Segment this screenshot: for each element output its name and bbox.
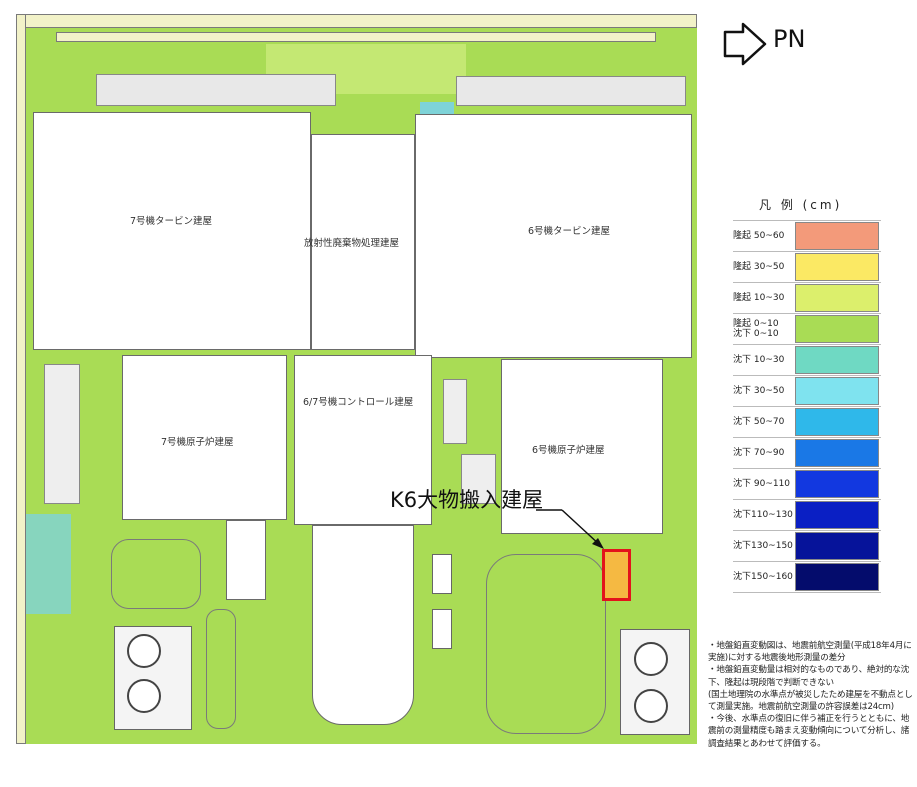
building-radwaste: 放射性廃棄物処理建屋 [304, 134, 415, 350]
building-label: 6号機原子炉建屋 [532, 445, 605, 456]
small-pad [432, 554, 452, 594]
building-control-67: 6/7号機コントロール建屋 [294, 355, 432, 525]
legend-swatch [795, 346, 879, 374]
building-reactor-6: 6号機原子炉建屋 [501, 359, 663, 534]
legend-row: 隆起 10~30 [733, 282, 881, 313]
legend-row: 沈下 90~110 [733, 468, 881, 499]
legend-swatch [795, 315, 879, 343]
legend-row: 沈下150~160 [733, 561, 881, 593]
parking-loop [111, 539, 201, 609]
building-turbine-7: 7号機タービン建屋 [33, 112, 311, 350]
k6-building-marker [602, 549, 631, 601]
legend-row: 隆起 0~10 沈下 0~10 [733, 313, 881, 344]
legend-row-label: 沈下130~150 [733, 541, 793, 551]
legend-row-label: 隆起 10~30 [733, 293, 785, 303]
tank-icon [127, 634, 161, 668]
legend-swatch [795, 377, 879, 405]
road-west [16, 14, 26, 744]
building-control-67-lower [312, 525, 414, 725]
building-label: 6/7号機コントロール建屋 [303, 397, 414, 408]
water-patch [420, 102, 454, 116]
intake-structure [456, 76, 686, 106]
building-turbine-6: 6号機タービン建屋 [415, 114, 692, 358]
building-label: 7号機原子炉建屋 [161, 437, 234, 448]
legend-rows: 隆起 50~60 隆起 30~50 隆起 10~30 隆起 0~10 沈下 0~10 沈… [733, 220, 881, 593]
legend-row: 沈下 50~70 [733, 406, 881, 437]
legend-swatch [795, 563, 879, 591]
legend-swatch [795, 253, 879, 281]
legend-row-label: 沈下110~130 [733, 510, 793, 520]
small-pad [432, 609, 452, 649]
legend-row-label: 沈下 90~110 [733, 479, 791, 489]
legend-row-label: 沈下 70~90 [733, 448, 785, 458]
legend-row-label: 沈下 10~30 [733, 355, 785, 365]
building-label: 6号機タービン建屋 [528, 226, 611, 237]
water-patch [26, 514, 71, 614]
parking-loop [486, 554, 606, 734]
k6-callout-label: K6大物搬入建屋 [390, 488, 544, 512]
legend-row-label: 沈下 30~50 [733, 386, 785, 396]
legend-row: 沈下110~130 [733, 499, 881, 530]
tank-icon [127, 679, 161, 713]
road-north [16, 14, 697, 28]
legend-swatch [795, 470, 879, 498]
legend-row: 隆起 50~60 [733, 220, 881, 251]
building-reactor-7-annex [226, 520, 266, 600]
tank-icon [634, 689, 668, 723]
parking-loop [206, 609, 236, 729]
building-label: 7号機タービン建屋 [130, 216, 213, 227]
north-arrow-icon [723, 22, 767, 66]
legend-row-label: 隆起 50~60 [733, 231, 785, 241]
legend-row: 沈下 30~50 [733, 375, 881, 406]
legend-row-label: 隆起 30~50 [733, 262, 785, 272]
map-notes: ・地盤鉛直変動図は、地震前航空測量(平成18年4月に実施)に対する地震後地形測量… [708, 641, 913, 749]
legend-row-label: 沈下 50~70 [733, 417, 785, 427]
north-arrow-label: PN [773, 25, 806, 53]
small-structure [44, 364, 80, 504]
legend-swatch [795, 439, 879, 467]
legend-swatch [795, 532, 879, 560]
road-north-inner [56, 32, 656, 42]
legend-swatch [795, 284, 879, 312]
small-structure [461, 454, 496, 504]
legend-row-label: 沈下150~160 [733, 572, 793, 582]
legend-row-label: 隆起 0~10 沈下 0~10 [733, 319, 779, 339]
legend-swatch [795, 222, 879, 250]
legend-row: 沈下 70~90 [733, 437, 881, 468]
legend-title: 凡 例 (cm) [759, 198, 843, 212]
legend-row: 隆起 30~50 [733, 251, 881, 282]
legend-row: 沈下 10~30 [733, 344, 881, 375]
site-map: 7号機タービン建屋 放射性廃棄物処理建屋 6号機タービン建屋 7号機原子炉建屋 … [16, 14, 697, 744]
legend-row: 沈下130~150 [733, 530, 881, 561]
legend: 凡 例 (cm) 隆起 50~60 隆起 30~50 隆起 10~30 隆起 0~10… [733, 196, 881, 593]
legend-swatch [795, 408, 879, 436]
small-structure [443, 379, 467, 444]
tank-icon [634, 642, 668, 676]
building-reactor-7: 7号機原子炉建屋 [122, 355, 287, 520]
building-label: 放射性廃棄物処理建屋 [304, 238, 400, 249]
legend-swatch [795, 501, 879, 529]
intake-structure [96, 74, 336, 106]
